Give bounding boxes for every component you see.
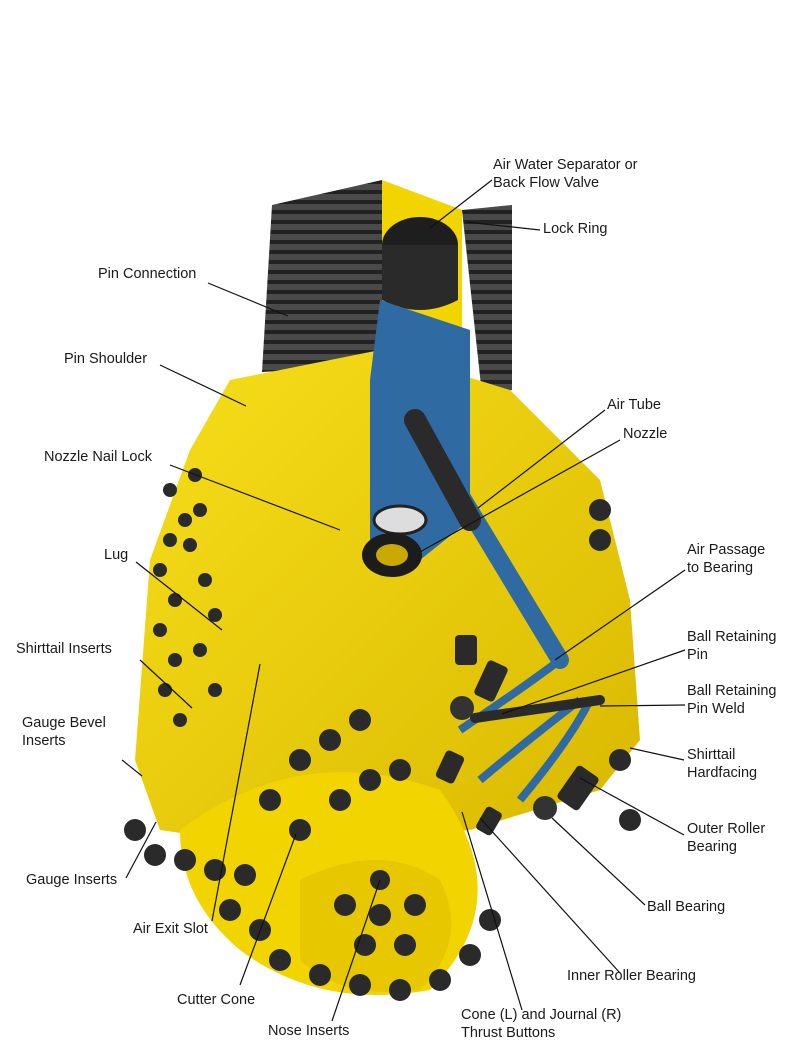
leader-line (480, 818, 620, 973)
insert-button (349, 974, 371, 996)
insert-button (153, 563, 167, 577)
insert-button (259, 789, 281, 811)
insert-button (479, 909, 501, 931)
insert-button (269, 949, 291, 971)
insert-button (234, 864, 256, 886)
insert-button (163, 483, 177, 497)
insert-button (319, 729, 341, 751)
label-air-water-separator: Air Water Separator or Back Flow Valve (493, 156, 638, 192)
label-air-passage: Air Passage to Bearing (687, 541, 765, 577)
label-inner-roller-bearing: Inner Roller Bearing (567, 967, 696, 985)
insert-button (619, 809, 641, 831)
insert-button (289, 819, 311, 841)
insert-button (334, 894, 356, 916)
insert-button (589, 499, 611, 521)
label-nozzle-nail-lock: Nozzle Nail Lock (44, 448, 152, 466)
insert-button (404, 894, 426, 916)
insert-button (369, 904, 391, 926)
insert-button (193, 503, 207, 517)
label-shirttail-hardfacing: Shirttail Hardfacing (687, 746, 757, 782)
label-air-tube: Air Tube (607, 396, 661, 414)
insert-button (183, 538, 197, 552)
insert-button (178, 513, 192, 527)
insert-button (163, 533, 177, 547)
label-shirttail-inserts: Shirttail Inserts (16, 640, 112, 658)
insert-button (394, 934, 416, 956)
insert-button (609, 749, 631, 771)
back-flow-valve-part (382, 217, 458, 310)
insert-button (429, 969, 451, 991)
label-ball-retaining-pin-weld: Ball Retaining Pin Weld (687, 682, 776, 718)
insert-button (198, 573, 212, 587)
insert-button (158, 683, 172, 697)
label-outer-roller-bearing: Outer Roller Bearing (687, 820, 765, 856)
label-ball-bearing: Ball Bearing (647, 898, 725, 916)
insert-button (174, 849, 196, 871)
cutter-cone-part (180, 772, 478, 995)
label-air-exit-slot: Air Exit Slot (133, 920, 208, 938)
label-gauge-inserts: Gauge Inserts (26, 871, 117, 889)
insert-button (389, 979, 411, 1001)
label-lock-ring: Lock Ring (543, 220, 607, 238)
label-nozzle: Nozzle (623, 425, 667, 443)
insert-button (219, 899, 241, 921)
insert-button (168, 653, 182, 667)
insert-button (153, 623, 167, 637)
label-lug: Lug (104, 546, 128, 564)
insert-button (168, 593, 182, 607)
insert-button (389, 759, 411, 781)
insert-button (309, 964, 331, 986)
label-ball-retaining-pin: Ball Retaining Pin (687, 628, 776, 664)
label-gauge-bevel-inserts: Gauge Bevel Inserts (22, 714, 106, 750)
insert-button (193, 643, 207, 657)
leader-line (630, 748, 684, 760)
insert-button (173, 713, 187, 727)
insert-button (359, 769, 381, 791)
insert-button (349, 709, 371, 731)
label-cutter-cone: Cutter Cone (177, 991, 255, 1009)
insert-button (589, 529, 611, 551)
label-nose-inserts: Nose Inserts (268, 1022, 349, 1040)
label-pin-connection: Pin Connection (98, 265, 196, 283)
insert-button (124, 819, 146, 841)
insert-button (208, 683, 222, 697)
leader-line (552, 818, 645, 905)
insert-button (144, 844, 166, 866)
insert-button (329, 789, 351, 811)
label-cone-journal-thrust: Cone (L) and Journal (R) Thrust Buttons (461, 1006, 621, 1042)
label-pin-shoulder: Pin Shoulder (64, 350, 147, 368)
insert-button (459, 944, 481, 966)
insert-button (289, 749, 311, 771)
